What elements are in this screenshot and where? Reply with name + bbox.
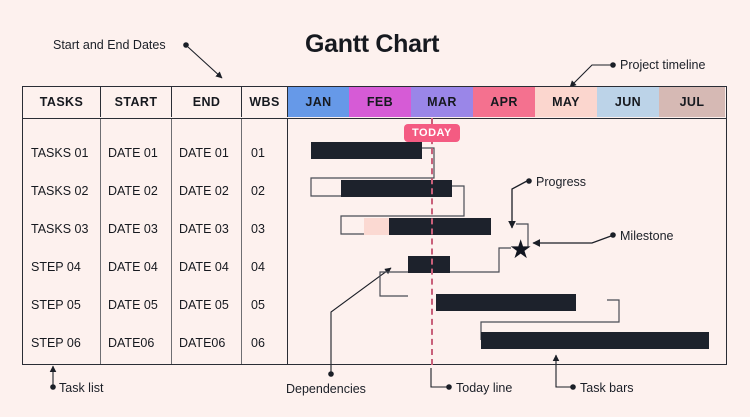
cell-task-4: STEP 04 [31,260,81,274]
cell-end-3: DATE 03 [179,222,229,236]
task-bar-fill-1 [311,142,422,159]
cell-start-5: DATE 05 [108,298,158,312]
task-bar-row-1[interactable] [311,142,422,159]
annotation-dependencies: Dependencies [286,382,366,396]
annotation-project-timeline: Project timeline [620,58,706,72]
annotation-today-line: Today line [456,381,513,395]
gantt-table: TASKS START END WBS JAN FEB MAR APR MAY … [22,86,727,365]
annotation-milestone: Milestone [620,229,674,243]
annotation-progress: Progress [536,175,587,189]
cell-task-1: TASKS 01 [31,146,89,160]
month-header-apr[interactable]: APR [473,87,535,117]
cell-task-3: TASKS 03 [31,222,89,236]
cell-wbs-5: 05 [251,298,265,312]
cell-wbs-2: 02 [251,184,265,198]
divider-wbs-timeline [287,119,288,364]
divider-start-end [171,119,172,364]
task-bar-row-2[interactable] [341,180,452,197]
cell-end-2: DATE 02 [179,184,229,198]
cell-end-4: DATE 04 [179,260,229,274]
column-header-end: END [171,87,241,117]
today-badge[interactable]: TODAY [404,124,460,142]
month-header-jan[interactable]: JAN [287,87,349,117]
task-bar-fill-5 [436,294,576,311]
table-header-row: TASKS START END WBS JAN FEB MAR APR MAY … [23,87,726,119]
task-bar-progress-3 [364,218,389,235]
column-header-tasks: TASKS [39,95,84,109]
today-line-marker [431,118,433,365]
milestone-star-icon[interactable]: ★ [509,234,533,264]
annotation-start-end-dates: Start and End Dates [53,38,166,52]
month-header-feb[interactable]: FEB [349,87,411,117]
task-bar-row-5[interactable] [436,294,607,311]
cell-wbs-1: 01 [251,146,265,160]
cell-task-6: STEP 06 [31,336,81,350]
cell-start-4: DATE 04 [108,260,158,274]
cell-wbs-6: 06 [251,336,265,350]
task-bar-row-6[interactable] [481,332,709,349]
cell-start-1: DATE 01 [108,146,158,160]
task-bar-row-4[interactable] [408,256,479,273]
cell-end-1: DATE 01 [179,146,229,160]
cell-task-2: TASKS 02 [31,184,89,198]
page-title: Gantt Chart [305,30,440,58]
cell-start-3: DATE 03 [108,222,158,236]
cell-start-2: DATE 02 [108,184,158,198]
cell-end-6: DATE06 [179,336,226,350]
divider-end-wbs [241,119,242,364]
cell-task-5: STEP 05 [31,298,81,312]
month-header-jun[interactable]: JUN [597,87,659,117]
task-bar-fill-3 [364,218,491,235]
month-header-jul[interactable]: JUL [659,87,725,117]
divider-tasks-start [100,119,101,364]
annotation-task-list: Task list [59,381,104,395]
cell-end-5: DATE 05 [179,298,229,312]
task-bar-row-3[interactable] [364,218,516,235]
cell-wbs-3: 03 [251,222,265,236]
task-bar-fill-6 [481,332,709,349]
task-bar-fill-4 [408,256,450,273]
task-bar-fill-2 [341,180,452,197]
cell-wbs-4: 04 [251,260,265,274]
column-header-wbs: WBS [241,87,287,117]
month-header-may[interactable]: MAY [535,87,597,117]
month-header-mar[interactable]: MAR [411,87,473,117]
cell-start-6: DATE06 [108,336,155,350]
annotation-task-bars: Task bars [580,381,634,395]
column-header-start: START [100,87,171,117]
